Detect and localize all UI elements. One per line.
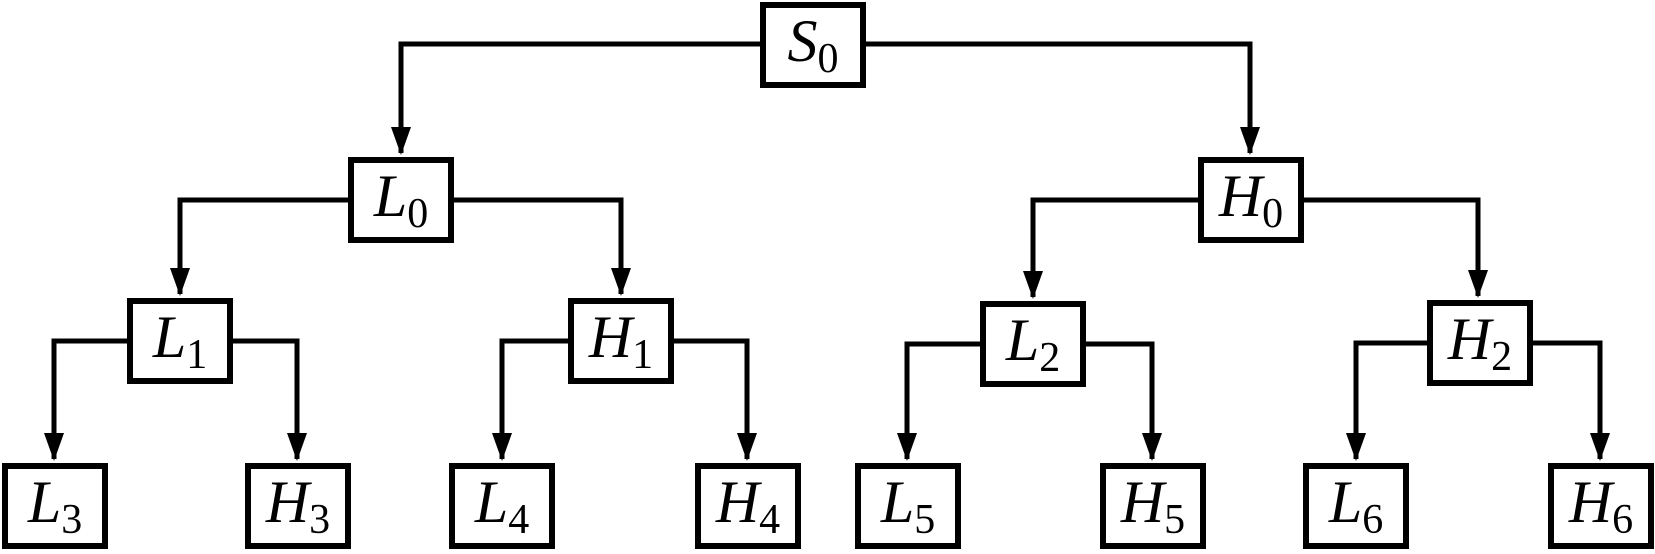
node-label-subscript: 1 [186,332,208,378]
edge-l0-l1 [170,197,351,296]
edge-h1-l4 [492,338,571,461]
node-label: H [1120,469,1165,535]
node-label: H [588,304,633,370]
edge-h2-l6 [1346,340,1430,461]
node-label-subscript: 0 [1262,191,1284,237]
node-label-subscript: 6 [1612,497,1634,543]
edge-h1-h4 [671,338,757,461]
node-label-subscript: 4 [508,497,530,543]
edge-h2-h6 [1530,340,1610,461]
edge-l1-h3 [230,338,307,461]
node-label: H [1568,469,1613,535]
node-label-subscript: 2 [1491,334,1513,380]
node-label: H [715,469,760,535]
node-label: L [27,469,62,535]
node-label: H [1447,306,1492,372]
node-label: L [1005,307,1040,373]
edge-l2-h5 [1083,341,1162,461]
node-label: S [787,8,818,74]
node-label-subscript: 1 [632,332,654,378]
node-label: H [1218,163,1263,229]
node-label-subscript: 3 [309,497,331,543]
node-label-subscript: 6 [1362,497,1384,543]
edge-l2-l5 [897,341,983,461]
node-label: H [265,469,310,535]
node-label-subscript: 0 [407,191,429,237]
node-label: L [474,469,509,535]
edge-h0-l2 [1023,197,1201,299]
node-label-subscript: 3 [61,497,83,543]
node-label: L [1328,469,1363,535]
edge-s0-l0 [391,41,763,155]
edge-s0-h0 [863,41,1260,155]
node-label-subscript: 0 [817,36,839,82]
node-label: L [373,163,408,229]
node-label: L [880,469,915,535]
node-label-subscript: 4 [759,497,781,543]
node-label-subscript: 5 [914,497,936,543]
edge-h0-h2 [1301,197,1488,298]
node-label: L [152,304,187,370]
edge-l1-l3 [44,338,130,461]
node-label-subscript: 2 [1039,335,1061,381]
node-label-subscript: 5 [1164,497,1186,543]
edge-l0-h1 [451,197,631,296]
